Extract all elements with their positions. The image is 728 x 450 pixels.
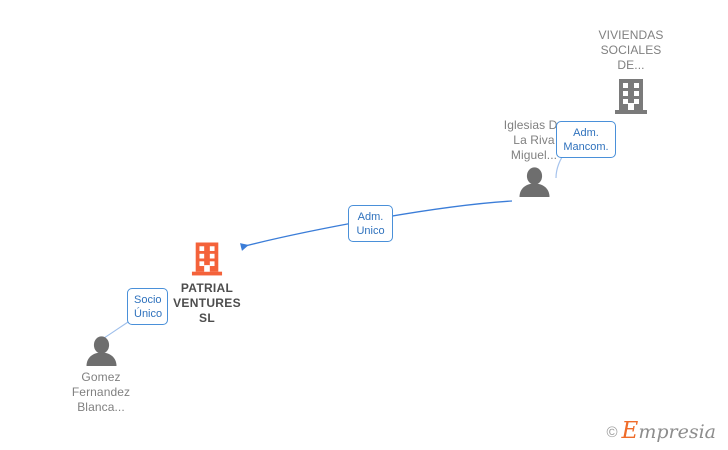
building-icon [191, 240, 223, 277]
watermark-empresia: © Empresia [606, 420, 716, 443]
brand-wordmark: Empresia [622, 420, 716, 443]
node-label-viviendas-sociales: VIVIENDAS SOCIALES DE... [598, 28, 664, 72]
badge-socio-unico[interactable]: Socio Único [127, 288, 168, 325]
copyright-icon: © [606, 423, 618, 441]
node-label-patrial-ventures-sl: PATRIAL VENTURES SL [173, 281, 241, 325]
node-label-iglesias-de-la-riva-miguel: Iglesias De La Riva Miguel... [503, 118, 564, 162]
node-viviendas-sociales[interactable]: VIVIENDAS SOCIALES DE... [571, 28, 691, 115]
node-patrial-ventures-sl[interactable]: PATRIAL VENTURES SL [147, 240, 267, 326]
brand-initial: E [621, 418, 639, 444]
badge-adm-mancom[interactable]: Adm. Mancom. [556, 121, 616, 158]
node-label-gomez-fernandez-blanca: Gomez Fernandez Blanca... [71, 370, 131, 414]
badge-adm-unico[interactable]: Adm. Unico [348, 205, 393, 242]
person-icon [85, 336, 118, 366]
node-gomez-fernandez-blanca[interactable]: Gomez Fernandez Blanca... [41, 336, 161, 415]
brand-rest: mpresia [638, 421, 716, 443]
node-iglesias-de-la-riva-miguel[interactable]: Iglesias De La Riva Miguel... [474, 118, 594, 197]
building-icon [614, 77, 648, 115]
person-icon [518, 167, 551, 197]
